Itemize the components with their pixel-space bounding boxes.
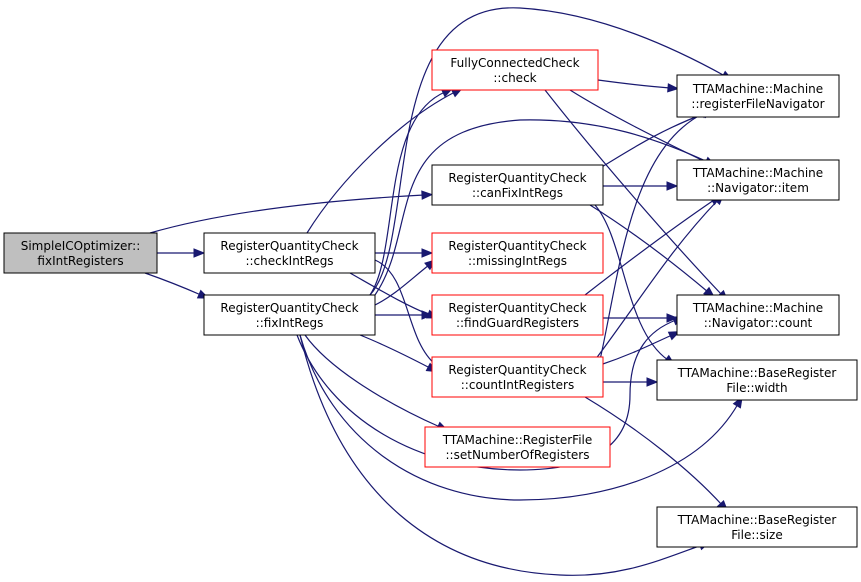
edge-rqc_count-to-brf_width	[603, 377, 659, 387]
node-label-line: TTAMachine::BaseRegister	[677, 513, 837, 527]
node-rqc_missing[interactable]: RegisterQuantityCheck::missingIntRegs	[431, 232, 604, 274]
nodes-layer: SimpleICOptimizer::fixIntRegistersRegist…	[3, 49, 858, 548]
arrowhead	[421, 310, 434, 320]
node-box	[656, 506, 858, 548]
arrowhead	[667, 83, 680, 93]
edge-fcc_check-to-m_rfnav	[597, 79, 680, 93]
node-label-line: File::width	[726, 381, 787, 395]
edge-rqc_canfix-to-nav_item	[603, 181, 679, 191]
node-label-line: ::missingIntRegs	[468, 254, 567, 268]
node-label-line: RegisterQuantityCheck	[448, 301, 586, 315]
node-label-line: RegisterQuantityCheck	[220, 301, 358, 315]
node-label-line: RegisterQuantityCheck	[448, 363, 586, 377]
node-label-line: ::setNumberOfRegisters	[446, 448, 590, 462]
node-label-line: ::fixIntRegs	[256, 316, 324, 330]
node-label-line: ::findGuardRegisters	[456, 316, 579, 330]
arrowhead	[421, 190, 434, 200]
node-label-line: RegisterQuantityCheck	[448, 171, 586, 185]
node-box	[203, 232, 376, 274]
node-box	[431, 164, 604, 206]
node-box	[676, 294, 840, 336]
node-box	[431, 232, 604, 274]
node-label-line: TTAMachine::RegisterFile	[442, 433, 593, 447]
node-label-line: TTAMachine::BaseRegister	[677, 366, 837, 380]
node-box	[203, 294, 376, 336]
node-label-line: RegisterQuantityCheck	[448, 239, 586, 253]
node-box	[656, 359, 858, 401]
edge-rqc_guard-to-nav_count	[603, 313, 679, 323]
node-label-line: TTAMachine::Machine	[692, 82, 823, 96]
node-rqc_canfix[interactable]: RegisterQuantityCheck::canFixIntRegs	[431, 164, 604, 206]
node-label-line: SimpleICOptimizer::	[21, 239, 141, 253]
node-fcc_check[interactable]: FullyConnectedCheck::check	[431, 49, 599, 91]
arrowhead	[646, 377, 659, 387]
edge-rqc_canfix-to-brf_width	[594, 204, 676, 366]
arrowhead	[666, 313, 679, 323]
node-box	[3, 232, 158, 274]
node-box	[676, 74, 840, 118]
edges-layer	[144, 7, 743, 576]
node-label-line: ::checkIntRegs	[245, 254, 333, 268]
node-label-line: ::check	[493, 71, 536, 85]
arrowhead	[666, 181, 679, 191]
node-simple_fix[interactable]: SimpleICOptimizer::fixIntRegisters	[3, 232, 158, 274]
node-label-line: FullyConnectedCheck	[450, 56, 579, 70]
node-label-line: ::Navigator::item	[707, 181, 809, 195]
node-box	[676, 159, 840, 201]
edge-simple_fix-to-rqc_canfix	[149, 190, 434, 234]
node-label-line: TTAMachine::Machine	[692, 166, 823, 180]
node-label-line: RegisterQuantityCheck	[220, 239, 358, 253]
node-nav_count[interactable]: TTAMachine::Machine::Navigator::count	[676, 294, 840, 336]
edge-rqc_fix-to-rf_setnum	[304, 334, 449, 431]
edge-rqc_check-to-fcc_check	[306, 87, 464, 234]
node-rqc_fix[interactable]: RegisterQuantityCheck::fixIntRegs	[203, 294, 376, 336]
arrowhead	[193, 248, 206, 258]
node-label-line: ::countIntRegisters	[461, 378, 574, 392]
node-rqc_check[interactable]: RegisterQuantityCheck::checkIntRegs	[203, 232, 376, 274]
node-label-line: TTAMachine::Machine	[692, 301, 823, 315]
node-box	[424, 426, 611, 468]
edge-simple_fix-to-rqc_check	[157, 248, 206, 258]
node-label-line: ::canFixIntRegs	[472, 186, 563, 200]
node-box	[431, 49, 599, 91]
node-label-line: ::registerFileNavigator	[691, 97, 824, 111]
edge-rqc_fix-to-fcc_check	[369, 88, 454, 296]
node-rf_setnum[interactable]: TTAMachine::RegisterFile::setNumberOfReg…	[424, 426, 611, 468]
edge-rqc_check-to-rqc_missing	[375, 248, 434, 258]
node-nav_item[interactable]: TTAMachine::Machine::Navigator::item	[676, 159, 840, 201]
node-box	[431, 356, 604, 398]
edge-rqc_fix-to-rqc_missing	[374, 259, 437, 306]
node-m_rfnav[interactable]: TTAMachine::Machine::registerFileNavigat…	[676, 74, 840, 118]
node-rqc_guard[interactable]: RegisterQuantityCheck::findGuardRegister…	[431, 294, 604, 336]
edge-simple_fix-to-rqc_fix	[144, 272, 210, 299]
node-label-line: fixIntRegisters	[37, 254, 123, 268]
node-label-line: File::size	[731, 528, 782, 542]
edge-rqc_fix-to-rqc_guard	[375, 310, 434, 320]
node-label-line: ::Navigator::count	[704, 316, 813, 330]
node-rqc_count[interactable]: RegisterQuantityCheck::countIntRegisters	[431, 356, 604, 398]
arrowhead	[421, 248, 434, 258]
node-box	[431, 294, 604, 336]
